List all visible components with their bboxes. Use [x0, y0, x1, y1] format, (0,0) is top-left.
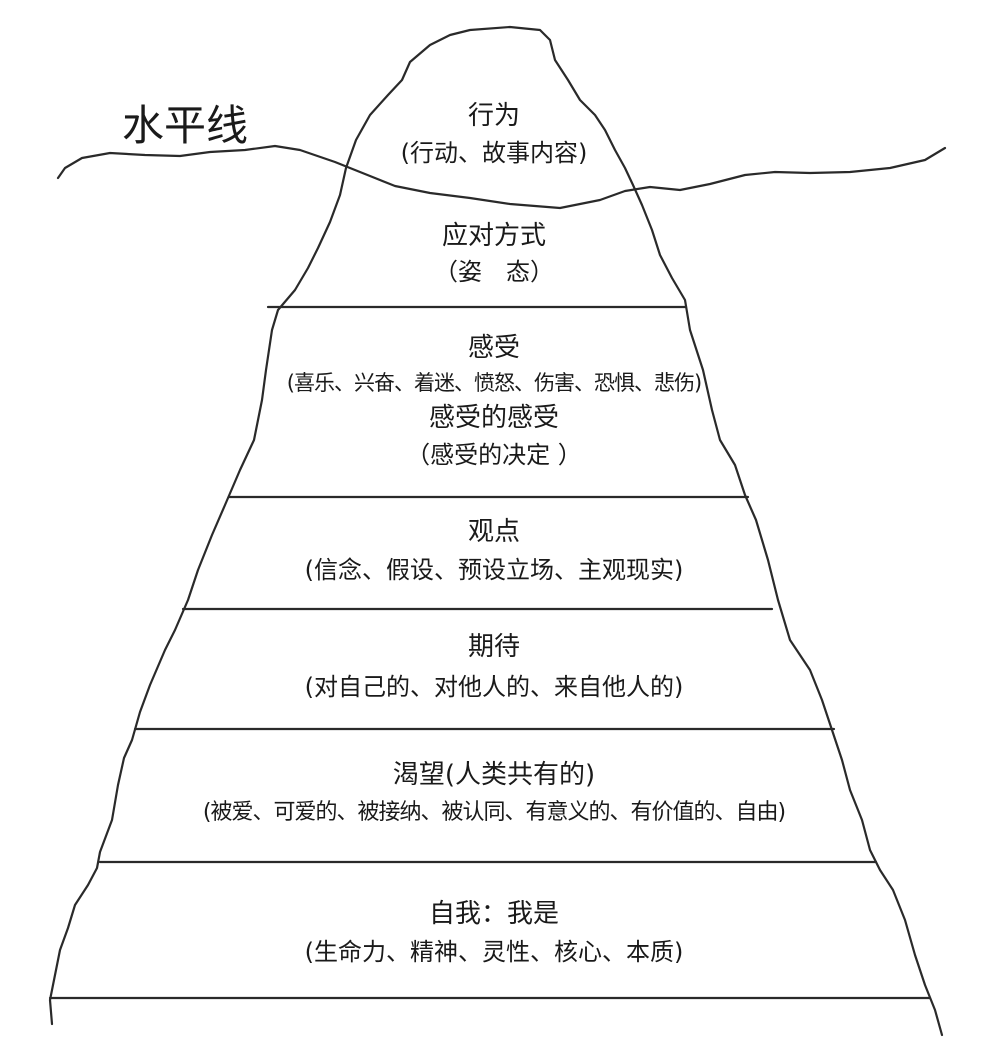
- iceberg-outline: [48, 25, 944, 1037]
- layer-yearnings-detail: (被爱、可爱的、被接纳、被认同、有意义的、有价值的、自由): [202, 800, 786, 825]
- horizon-line: [56, 144, 947, 210]
- layer-perceptions-title: 观点: [467, 517, 520, 547]
- layer-feelings-detail: (喜乐、兴奋、着迷、愤怒、伤害、恐惧、悲伤): [286, 371, 702, 395]
- layer-expectations-title: 期待: [467, 632, 520, 662]
- layer-self-title: 自我：我是: [428, 899, 559, 929]
- layer-feelings-title: 感受: [467, 333, 520, 363]
- layer-perceptions-detail: (信念、假设、预设立场、主观现实): [304, 556, 684, 584]
- horizon-label: 水平线: [122, 101, 249, 150]
- layer-coping-detail: （姿 态）: [434, 258, 554, 286]
- layer-yearnings-title: 渴望(人类共有的): [392, 760, 596, 790]
- layer-behavior-title: 行为: [467, 101, 520, 131]
- layer-self-detail: (生命力、精神、灵性、核心、本质): [304, 938, 684, 966]
- layer-expectations-detail: (对自己的、对他人的、来自他人的): [304, 673, 684, 701]
- layer-feelings-title2: 感受的感受: [428, 403, 559, 433]
- layer-behavior-detail: (行动、故事内容): [400, 139, 588, 167]
- layer-feelings-detail2: （感受的决定 ）: [406, 441, 582, 469]
- layer-coping-title: 应对方式: [441, 221, 546, 251]
